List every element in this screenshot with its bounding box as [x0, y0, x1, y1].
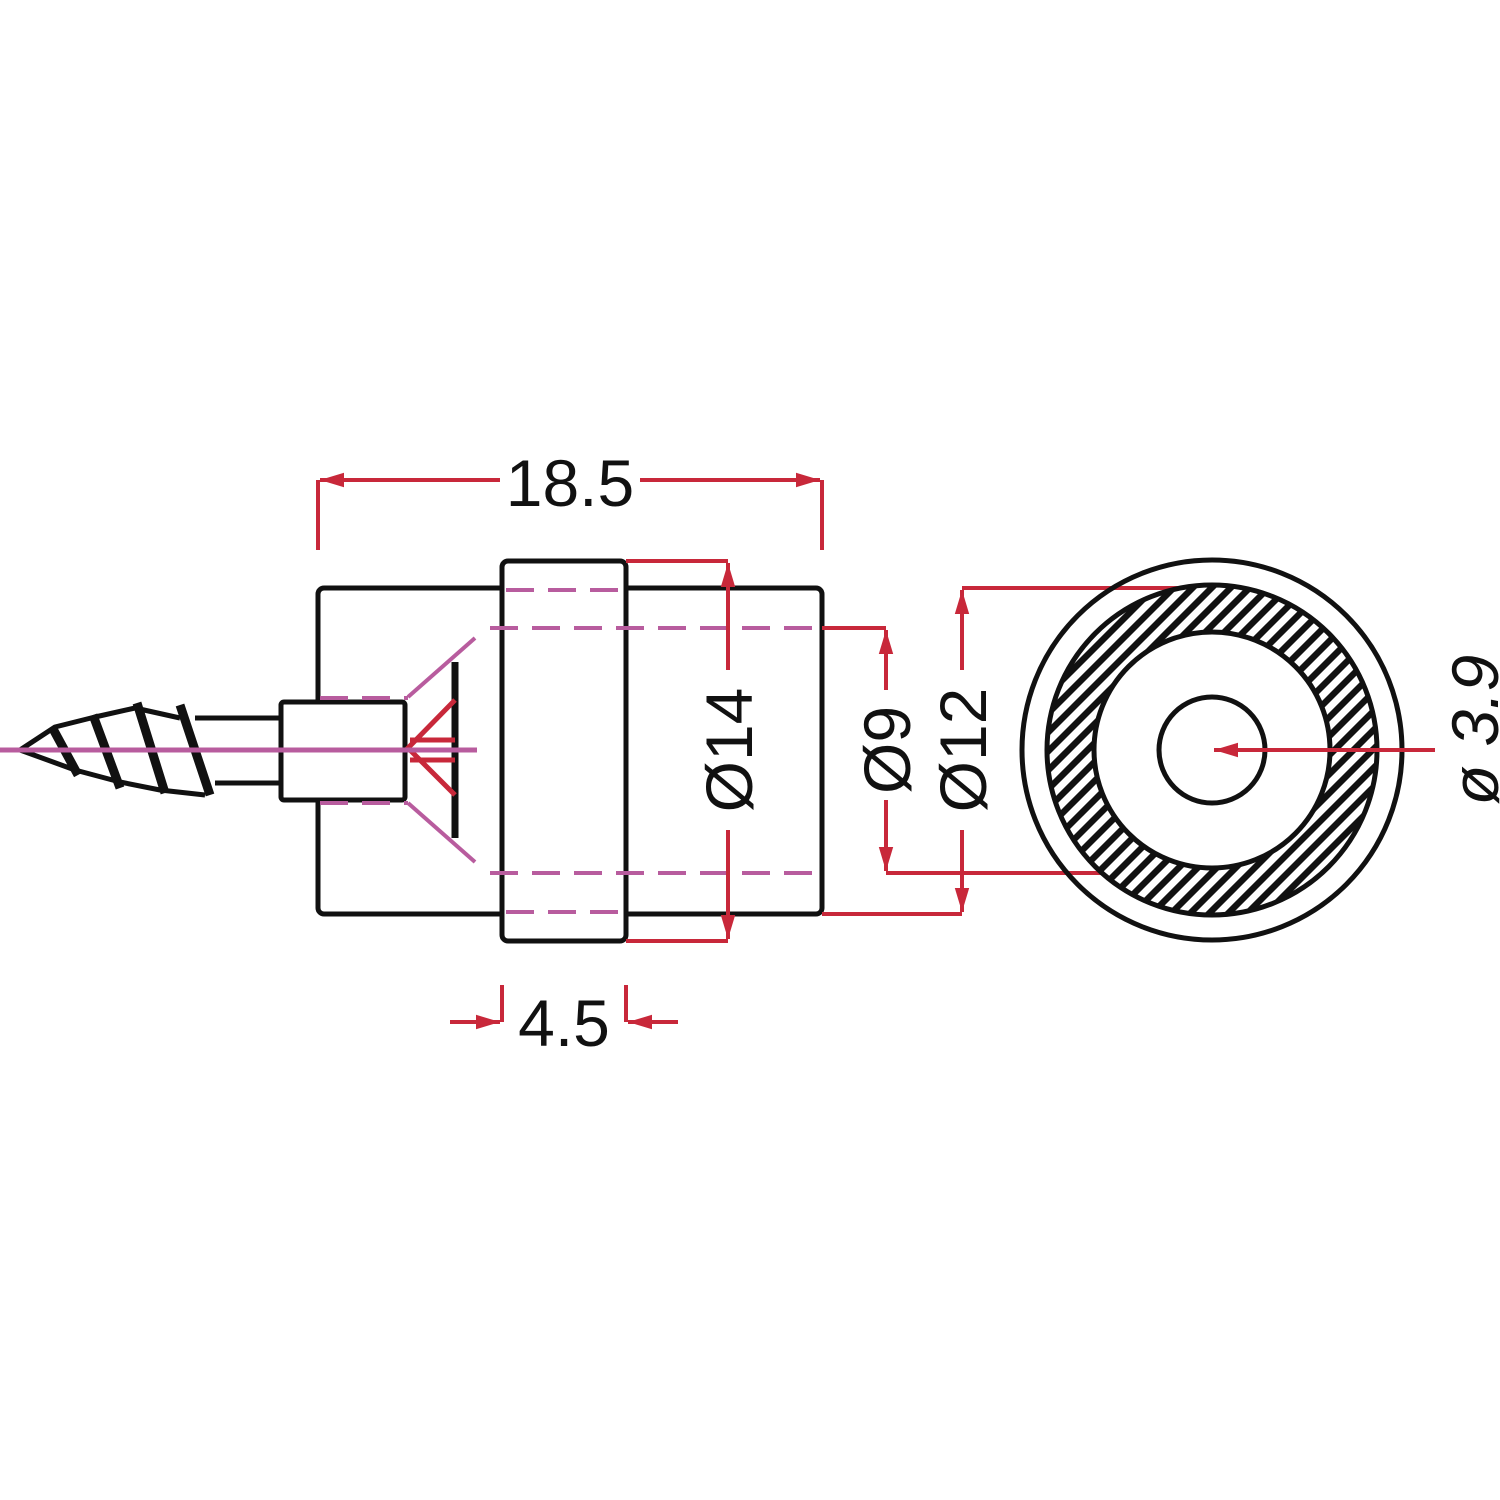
- dim-label-d9: Ø9: [850, 706, 924, 794]
- dimension-collar-diameter: Ø14: [626, 559, 766, 943]
- dim-label-4-5: 4.5: [518, 986, 610, 1060]
- side-view: [0, 558, 825, 944]
- dim-label-18-5: 18.5: [506, 446, 634, 520]
- front-view: (function(){ const g=document.currentScr…: [1019, 557, 1500, 943]
- dim-label-d3-9: ø 3.9: [1438, 655, 1500, 805]
- dimension-collar-width: 4.5: [450, 985, 678, 1060]
- dim-label-d12: Ø12: [926, 688, 1000, 813]
- dimension-overall-length: 18.5: [316, 446, 824, 550]
- dimension-body-diameter: Ø12: [822, 586, 1212, 916]
- collar: [499, 558, 629, 944]
- dim-label-d14: Ø14: [692, 688, 766, 813]
